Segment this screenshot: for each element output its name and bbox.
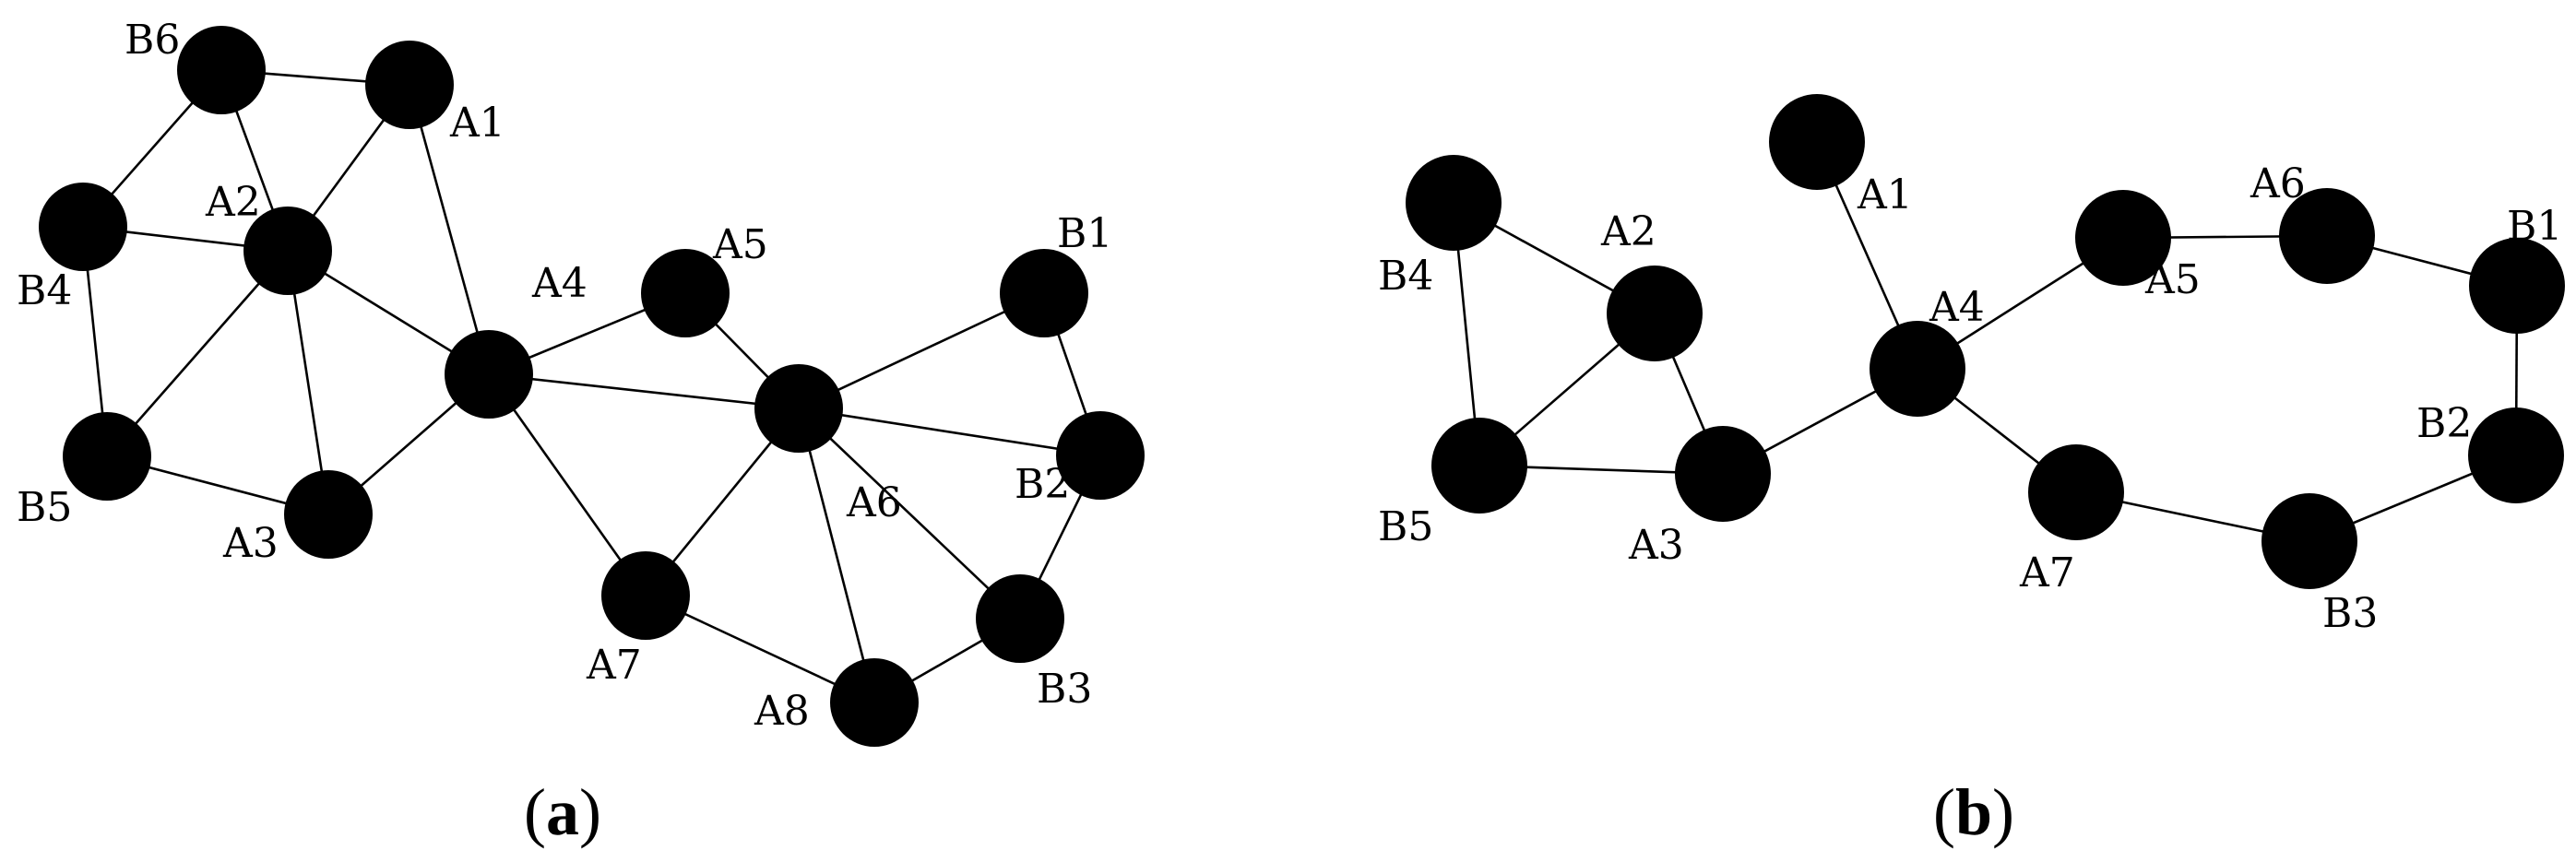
edge-a6-b2	[798, 407, 1101, 457]
node-a3	[284, 470, 373, 559]
node-b4	[1406, 155, 1502, 251]
node-b2	[1056, 411, 1145, 500]
node-a7	[2028, 444, 2124, 540]
node-label-a3: A3	[1628, 522, 1684, 569]
node-label-a2: A2	[1600, 208, 1656, 255]
node-b1	[1000, 249, 1088, 337]
node-label-a4: A4	[1929, 284, 1985, 331]
node-label-b1: B1	[1057, 210, 1112, 257]
node-label-b2: B2	[1015, 461, 1070, 508]
node-label-a7: A7	[586, 642, 642, 689]
node-b3	[2261, 493, 2357, 589]
node-label-a5: A5	[712, 221, 768, 268]
node-label-a6: A6	[846, 479, 902, 526]
node-label-b6: B6	[125, 17, 180, 64]
node-a8	[830, 658, 919, 747]
node-label-b5: B5	[17, 484, 72, 531]
node-label-a1: A1	[449, 100, 505, 147]
edge-a6-b3	[798, 407, 1021, 620]
edge-a2-a3	[286, 250, 330, 515]
panel-a-caption-letter: a	[546, 775, 579, 849]
node-label-b4: B4	[17, 267, 72, 314]
panel-a-caption: (a)	[524, 775, 601, 849]
node-label-a7: A7	[2019, 549, 2075, 596]
node-label-a1: A1	[1857, 171, 1913, 218]
node-label-b3: B3	[1037, 666, 1092, 713]
edge-a4-a6	[488, 372, 800, 410]
node-b3	[976, 574, 1064, 663]
node-a7	[601, 551, 690, 640]
panel-b-caption-letter: b	[1955, 775, 1992, 849]
node-label-a8: A8	[754, 688, 810, 735]
node-b4	[39, 183, 127, 271]
edge-a2-b5	[106, 250, 289, 457]
node-label-a6: A6	[2250, 160, 2306, 207]
panel-b-caption: (b)	[1933, 775, 2014, 849]
node-label-b4: B4	[1378, 253, 1433, 300]
node-label-a3: A3	[222, 520, 279, 567]
node-label-a2: A2	[205, 179, 261, 226]
node-a6	[2279, 188, 2375, 284]
node-label-b3: B3	[2322, 590, 2378, 637]
node-a6	[754, 364, 843, 453]
node-a2	[1607, 266, 1703, 361]
node-b5	[1431, 418, 1527, 514]
edge-a6-b1	[798, 291, 1045, 410]
panel-a-edges	[81, 68, 1102, 704]
node-a4	[445, 330, 533, 419]
node-label-a4: A4	[531, 260, 588, 307]
node-b1	[2469, 238, 2565, 334]
node-a2	[243, 207, 332, 295]
edge-a1-a4	[408, 84, 491, 375]
node-a5	[641, 249, 730, 337]
node-label-b2: B2	[2416, 400, 2472, 447]
node-a1	[365, 41, 454, 129]
node-label-b5: B5	[1378, 503, 1433, 550]
node-label-b1: B1	[2507, 203, 2562, 250]
node-b6	[177, 26, 266, 114]
edge-a4-a7	[487, 373, 647, 596]
node-label-a5: A5	[2144, 256, 2201, 303]
node-a4	[1870, 321, 1965, 417]
node-a1	[1769, 94, 1865, 190]
node-b2	[2468, 407, 2564, 503]
node-a5	[2075, 190, 2171, 286]
node-a3	[1675, 426, 1771, 522]
node-b5	[63, 412, 151, 501]
edge-a6-a8	[797, 407, 876, 703]
